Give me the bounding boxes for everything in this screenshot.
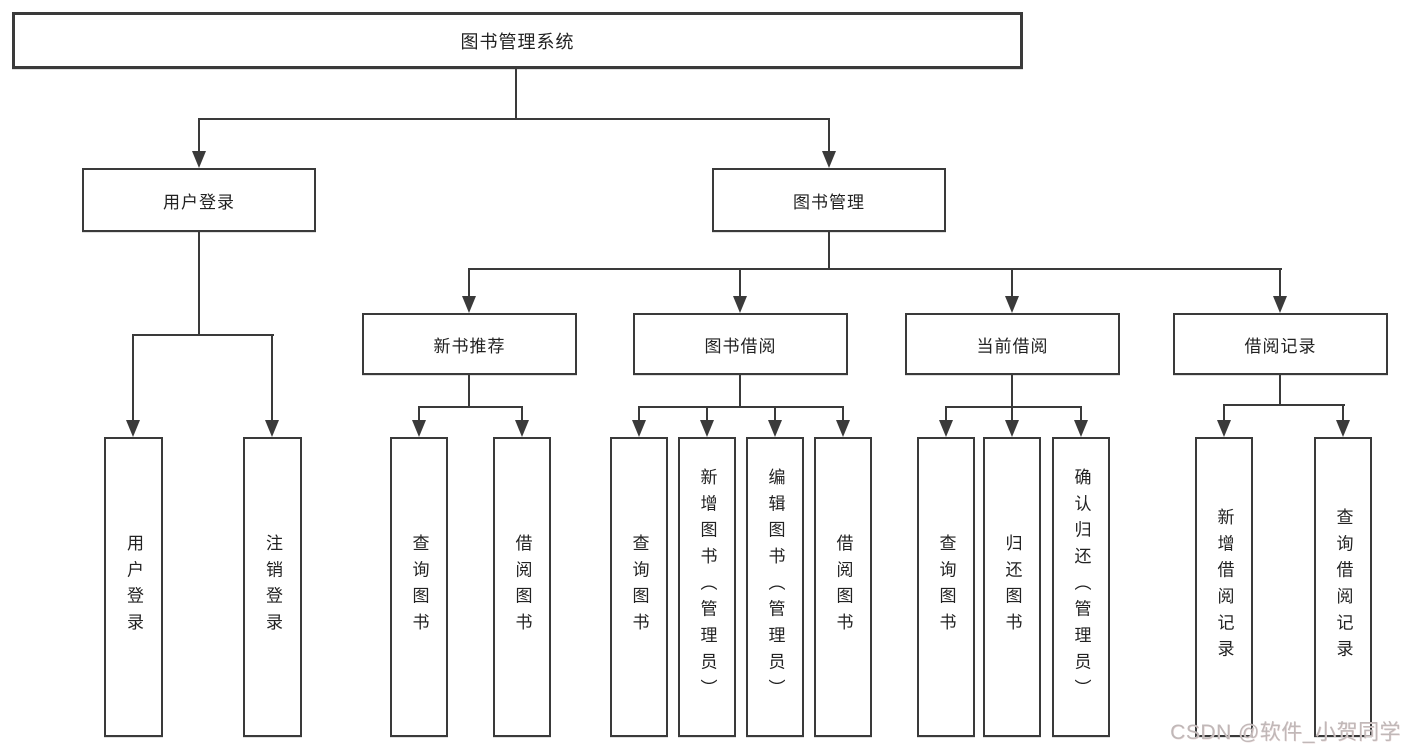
connector-line [1223, 404, 1225, 422]
connector-line [418, 406, 523, 408]
arrow-down-icon [1273, 296, 1287, 313]
connector-line [132, 334, 274, 336]
connector-line [418, 406, 420, 422]
node-borrow-records-label: 借阅记录 [1244, 336, 1317, 356]
leaf-confirm-return-admin: 确认归还（管理员） [1052, 437, 1110, 737]
connector-line [945, 406, 1082, 408]
connector-line [521, 406, 523, 422]
arrow-down-icon [265, 420, 279, 437]
arrow-down-icon [768, 420, 782, 437]
leaf-query-books-borrow: 查询图书 [610, 437, 668, 737]
leaf-add-borrow-record: 新增借阅记录 [1195, 437, 1253, 737]
connector-line [1080, 406, 1082, 422]
arrow-down-icon [632, 420, 646, 437]
connector-line [1011, 268, 1013, 298]
leaf-logout: 注销登录 [243, 437, 302, 737]
leaf-borrow-books: 借阅图书 [814, 437, 872, 737]
connector-line [468, 268, 470, 298]
leaf-return-books: 归还图书 [983, 437, 1041, 737]
connector-line [706, 406, 708, 422]
connector-line [638, 406, 844, 408]
arrow-down-icon [462, 296, 476, 313]
node-current-borrow: 当前借阅 [905, 313, 1120, 375]
leaf-query-books-current: 查询图书 [917, 437, 975, 737]
leaf-add-books-admin: 新增图书（管理员） [678, 437, 736, 737]
connector-line [198, 118, 830, 120]
connector-line [198, 232, 200, 336]
connector-line [945, 406, 947, 422]
connector-line [638, 406, 640, 422]
node-user-login-label: 用户登录 [163, 192, 235, 212]
leaf-add-borrow-record-label: 新增借阅记录 [1214, 507, 1234, 667]
arrow-down-icon [836, 420, 850, 437]
node-user-login: 用户登录 [82, 168, 316, 232]
arrow-down-icon [1005, 296, 1019, 313]
connector-line [1011, 375, 1013, 408]
leaf-edit-books-admin-label: 编辑图书（管理员） [765, 468, 785, 706]
arrow-down-icon [1336, 420, 1350, 437]
leaf-user-login-label: 用户登录 [124, 534, 143, 640]
node-book-management: 图书管理 [712, 168, 946, 232]
connector-line [1011, 406, 1013, 422]
leaf-query-books-recommend-label: 查询图书 [409, 534, 429, 640]
connector-line [469, 268, 1282, 270]
node-borrow-records: 借阅记录 [1173, 313, 1388, 375]
arrow-down-icon [1074, 420, 1088, 437]
connector-line [198, 118, 200, 154]
arrow-down-icon [126, 420, 140, 437]
arrow-down-icon [192, 151, 206, 168]
connector-line [1223, 404, 1345, 406]
node-book-borrow-label: 图书借阅 [704, 336, 777, 356]
arrow-down-icon [515, 420, 529, 437]
arrow-down-icon [1005, 420, 1019, 437]
arrow-down-icon [733, 296, 747, 313]
connector-line [1279, 268, 1281, 298]
arrow-down-icon [822, 151, 836, 168]
leaf-query-books-current-label: 查询图书 [936, 534, 956, 640]
connector-line [828, 232, 830, 270]
leaf-return-books-label: 归还图书 [1002, 534, 1022, 640]
connector-line [739, 375, 741, 408]
leaf-query-borrow-record-label: 查询借阅记录 [1333, 507, 1353, 667]
node-book-borrow: 图书借阅 [633, 313, 848, 375]
connector-line [1342, 404, 1344, 422]
leaf-logout-label: 注销登录 [263, 534, 282, 640]
leaf-edit-books-admin: 编辑图书（管理员） [746, 437, 804, 737]
connector-line [774, 406, 776, 422]
arrow-down-icon [412, 420, 426, 437]
arrow-down-icon [939, 420, 953, 437]
connector-line [1279, 375, 1281, 406]
node-current-borrow-label: 当前借阅 [976, 336, 1049, 356]
leaf-query-borrow-record: 查询借阅记录 [1314, 437, 1372, 737]
arrow-down-icon [1217, 420, 1231, 437]
leaf-query-books-borrow-label: 查询图书 [629, 534, 649, 640]
node-new-book-recommend-label: 新书推荐 [433, 336, 506, 356]
leaf-query-books-recommend: 查询图书 [390, 437, 448, 737]
connector-line [132, 334, 134, 422]
leaf-borrow-books-label: 借阅图书 [833, 534, 853, 640]
node-root-label: 图书管理系统 [460, 31, 575, 52]
leaf-borrow-books-recommend-label: 借阅图书 [512, 534, 532, 640]
node-book-management-label: 图书管理 [793, 192, 865, 212]
connector-line [515, 69, 517, 119]
csdn-watermark: CSDN @软件_小贺同学 [1170, 721, 1401, 744]
leaf-borrow-books-recommend: 借阅图书 [493, 437, 551, 737]
leaf-user-login: 用户登录 [104, 437, 163, 737]
leaf-add-books-admin-label: 新增图书（管理员） [697, 468, 717, 706]
connector-line [739, 268, 741, 298]
connector-line [828, 118, 830, 154]
node-new-book-recommend: 新书推荐 [362, 313, 577, 375]
connector-line [842, 406, 844, 422]
connector-line [468, 375, 470, 408]
node-root: 图书管理系统 [12, 12, 1023, 69]
leaf-confirm-return-admin-label: 确认归还（管理员） [1071, 468, 1091, 706]
arrow-down-icon [700, 420, 714, 437]
connector-line [271, 334, 273, 422]
